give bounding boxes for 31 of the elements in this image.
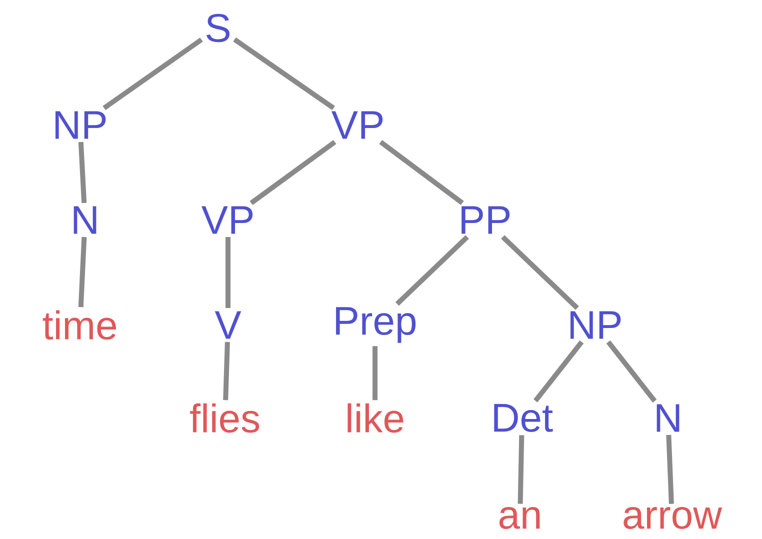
word-label: an: [499, 507, 540, 529]
tree-branch: [233, 37, 335, 110]
tree-branch: [501, 235, 579, 310]
tree-branch: [226, 236, 230, 308]
category-label: NP: [570, 311, 621, 339]
word-label: like: [348, 403, 404, 433]
category-label: VP: [202, 206, 253, 234]
tree-branch: [379, 140, 464, 206]
word-label: time: [42, 310, 116, 340]
tree-branch: [223, 342, 230, 400]
word-label: arrow: [624, 507, 722, 529]
category-label: V: [214, 311, 242, 339]
tree-branch: [372, 346, 378, 400]
tree-branch: [250, 140, 336, 206]
category-label: N: [74, 206, 96, 234]
category-label: S: [206, 14, 230, 42]
tree-branch: [534, 340, 584, 402]
category-label: N: [656, 404, 680, 432]
category-label: Prep: [336, 307, 416, 343]
tree-branch: [666, 434, 674, 504]
word-label: flies: [190, 403, 260, 433]
tree-branch: [606, 340, 657, 403]
tree-branch: [518, 435, 524, 504]
category-label: PP: [462, 206, 510, 234]
tree-branch: [78, 142, 87, 204]
category-label: Det: [494, 404, 553, 432]
tree-branch: [395, 235, 469, 306]
category-label: NP: [56, 111, 106, 139]
tree-branch: [78, 236, 87, 308]
category-label: VP: [332, 111, 383, 139]
tree-branch: [102, 38, 203, 110]
